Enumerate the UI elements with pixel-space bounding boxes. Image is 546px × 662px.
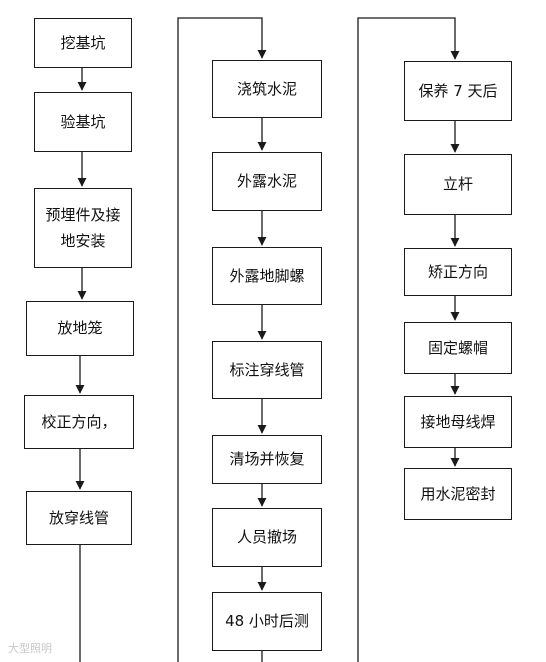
step-label: 矫正方向 [427, 262, 488, 281]
step-box: 固定螺帽 [404, 322, 512, 374]
step-box: 外露水泥 [212, 152, 322, 211]
step-label: 立杆 [442, 175, 473, 194]
step-label: 清场并恢复 [229, 450, 305, 469]
step-label: 接地母线焊 [420, 412, 496, 431]
step-box: 48 小时后测 [212, 592, 322, 651]
step-box: 矫正方向 [404, 248, 512, 296]
step-label: 人员撤场 [236, 528, 297, 547]
step-label: 放穿线管 [48, 508, 109, 527]
step-box: 清场并恢复 [212, 435, 322, 484]
step-box: 放穿线管 [26, 491, 132, 545]
connector-to-col2 [177, 17, 267, 662]
step-box: 放地笼 [26, 301, 134, 356]
step-box: 保养 7 天后 [404, 61, 512, 121]
step-label: 验基坑 [60, 112, 106, 131]
step-label: 预埋件及接 地安装 [45, 205, 121, 250]
step-box: 标注穿线管 [212, 341, 322, 399]
step-label: 挖基坑 [60, 33, 106, 52]
step-box: 浇筑水泥 [212, 60, 322, 118]
step-box: 预埋件及接 地安装 [34, 188, 132, 268]
step-label: 固定螺帽 [427, 338, 488, 357]
step-box: 用水泥密封 [404, 468, 512, 520]
step-label: 放地笼 [57, 319, 103, 338]
step-label: 48 小时后测 [225, 612, 309, 631]
step-box: 验基坑 [34, 92, 132, 152]
step-label: 外露地脚螺 [229, 266, 305, 285]
step-label: 保养 7 天后 [418, 81, 498, 100]
step-label: 浇筑水泥 [236, 79, 297, 98]
step-box: 接地母线焊 [404, 396, 512, 448]
step-box: 外露地脚螺 [212, 247, 322, 305]
step-label: 外露水泥 [236, 172, 297, 191]
step-label: 校正方向， [41, 412, 117, 431]
watermark-text: 大型照明 [8, 642, 52, 655]
step-box: 挖基坑 [34, 18, 132, 68]
step-box: 校正方向， [24, 395, 134, 449]
step-label: 标注穿线管 [229, 360, 305, 379]
step-box: 人员撤场 [212, 508, 322, 567]
step-box: 立杆 [404, 154, 512, 215]
step-label: 用水泥密封 [420, 484, 496, 503]
connector-to-col3 [357, 17, 460, 662]
